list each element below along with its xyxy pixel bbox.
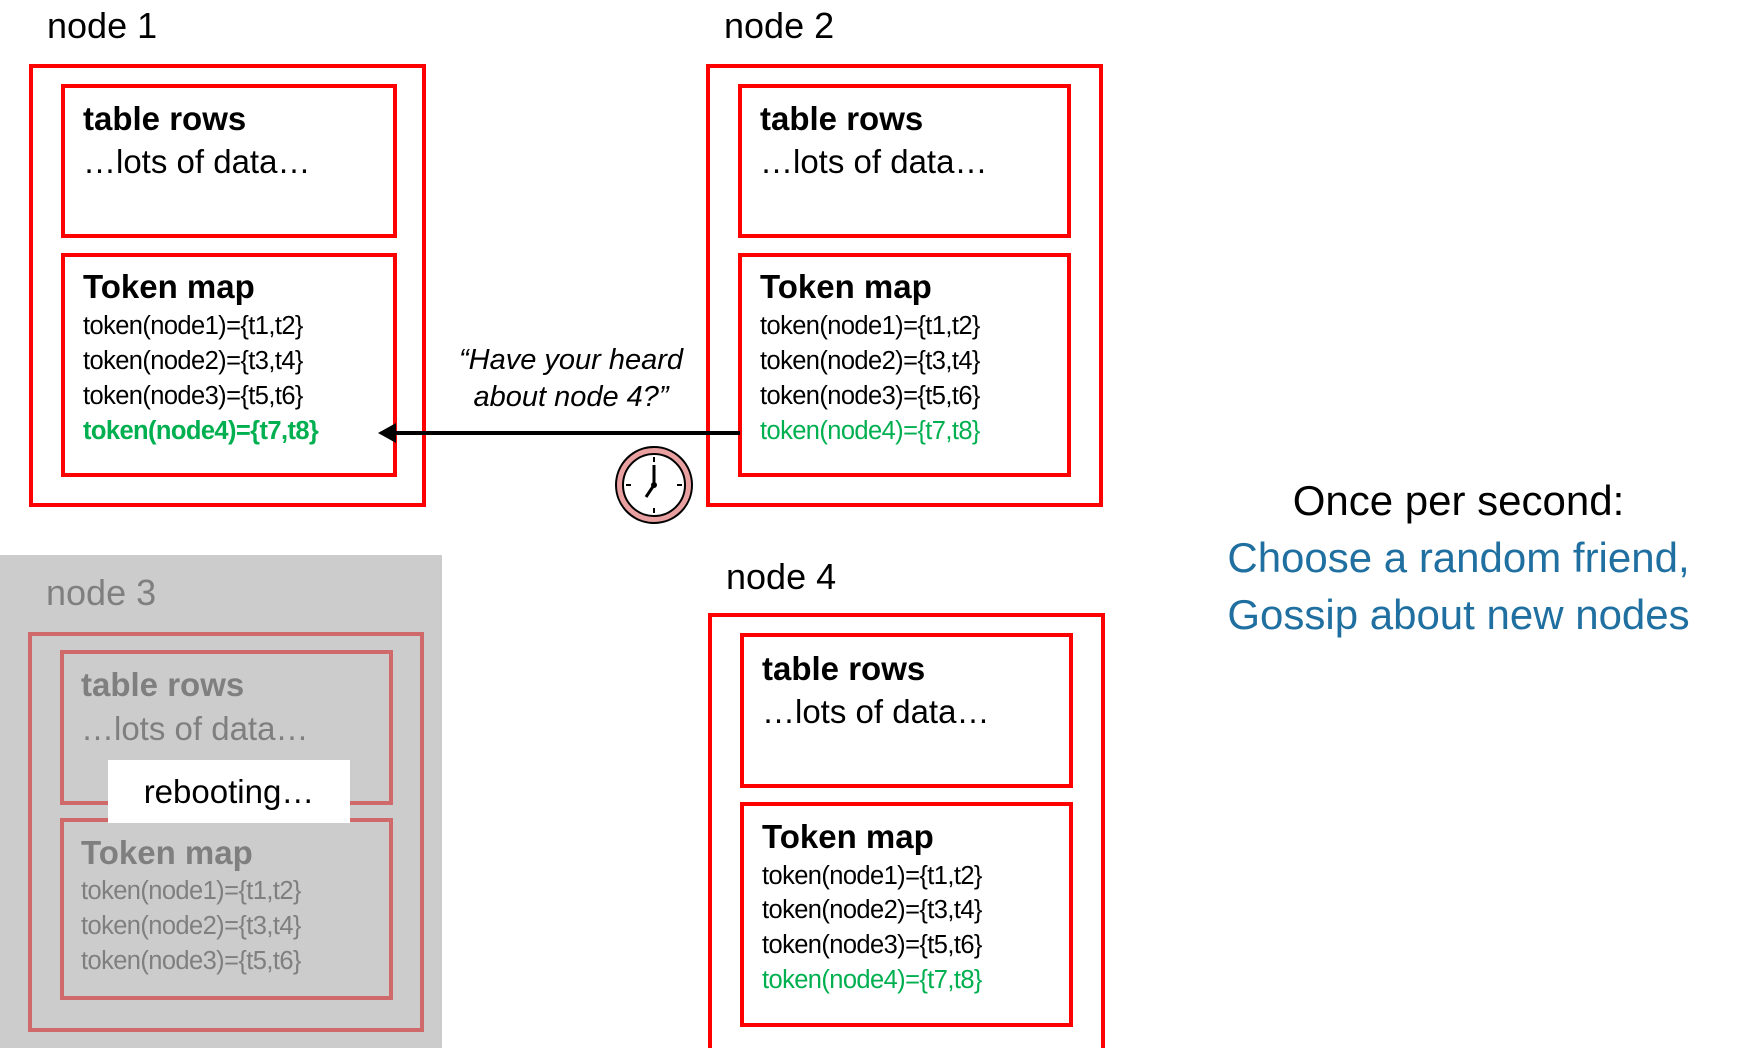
node1-token-4-new: token(node4)={t7,t8} [83,417,319,445]
node3-table-title: table rows [81,666,245,703]
node1-token-2: token(node2)={t3,t4} [83,347,303,375]
node3-label: node 3 [46,572,157,613]
node2-box [706,64,1103,507]
node4-token-1: token(node1)={t1,t2} [762,862,982,890]
gossip-message-line2: about node 4?” [473,381,669,413]
node3-box [28,632,424,1032]
node1-token-box [61,253,397,477]
node2-label: node 2 [724,5,835,46]
rebooting-status: rebooting… [108,760,350,823]
arrow-left-icon [378,423,740,443]
node4-token-2: token(node2)={t3,t4} [762,896,982,924]
node1-box [29,64,426,507]
node1-token-title: Token map [83,268,255,305]
note-line-choose-friend: Choose a random friend, [1227,534,1690,581]
clock-icon [615,446,693,524]
node4-token-title: Token map [762,818,934,855]
node2-token-3: token(node3)={t5,t6} [760,382,980,410]
node3-token-title: Token map [81,834,253,871]
node4-box [708,613,1105,1048]
note-heading: Once per second: [1292,477,1625,524]
node1-token-3: token(node3)={t5,t6} [83,382,303,410]
node2-table-box [738,84,1071,238]
node2-token-2: token(node2)={t3,t4} [760,347,980,375]
node1-table-title: table rows [83,100,247,137]
node2-table-title: table rows [760,100,924,137]
node4-label: node 4 [726,556,837,597]
node2-token-box [738,253,1071,477]
node4-token-3: token(node3)={t5,t6} [762,931,982,959]
note-line-gossip: Gossip about new nodes [1227,591,1690,638]
node4-token-4-new: token(node4)={t7,t8} [762,966,982,994]
node3-table-text: …lots of data… [81,710,309,747]
node1-table-box [61,84,397,238]
gossip-message-line1: “Have your heard [458,344,684,376]
node3-token-2: token(node2)={t3,t4} [81,912,301,940]
node4-table-box [740,633,1073,788]
node1-table-text: …lots of data… [83,143,311,180]
node2-token-4-new: token(node4)={t7,t8} [760,417,980,445]
node2-token-title: Token map [760,268,932,305]
node4-token-box [740,802,1073,1027]
node1-token-1: token(node1)={t1,t2} [83,312,303,340]
node4-table-title: table rows [762,650,926,687]
node4-table-text: …lots of data… [762,693,990,730]
node1-label: node 1 [47,5,158,46]
node3-token-1: token(node1)={t1,t2} [81,877,301,905]
node2-token-1: token(node1)={t1,t2} [760,312,980,340]
node2-table-text: …lots of data… [760,143,988,180]
node3-token-3: token(node3)={t5,t6} [81,947,301,975]
